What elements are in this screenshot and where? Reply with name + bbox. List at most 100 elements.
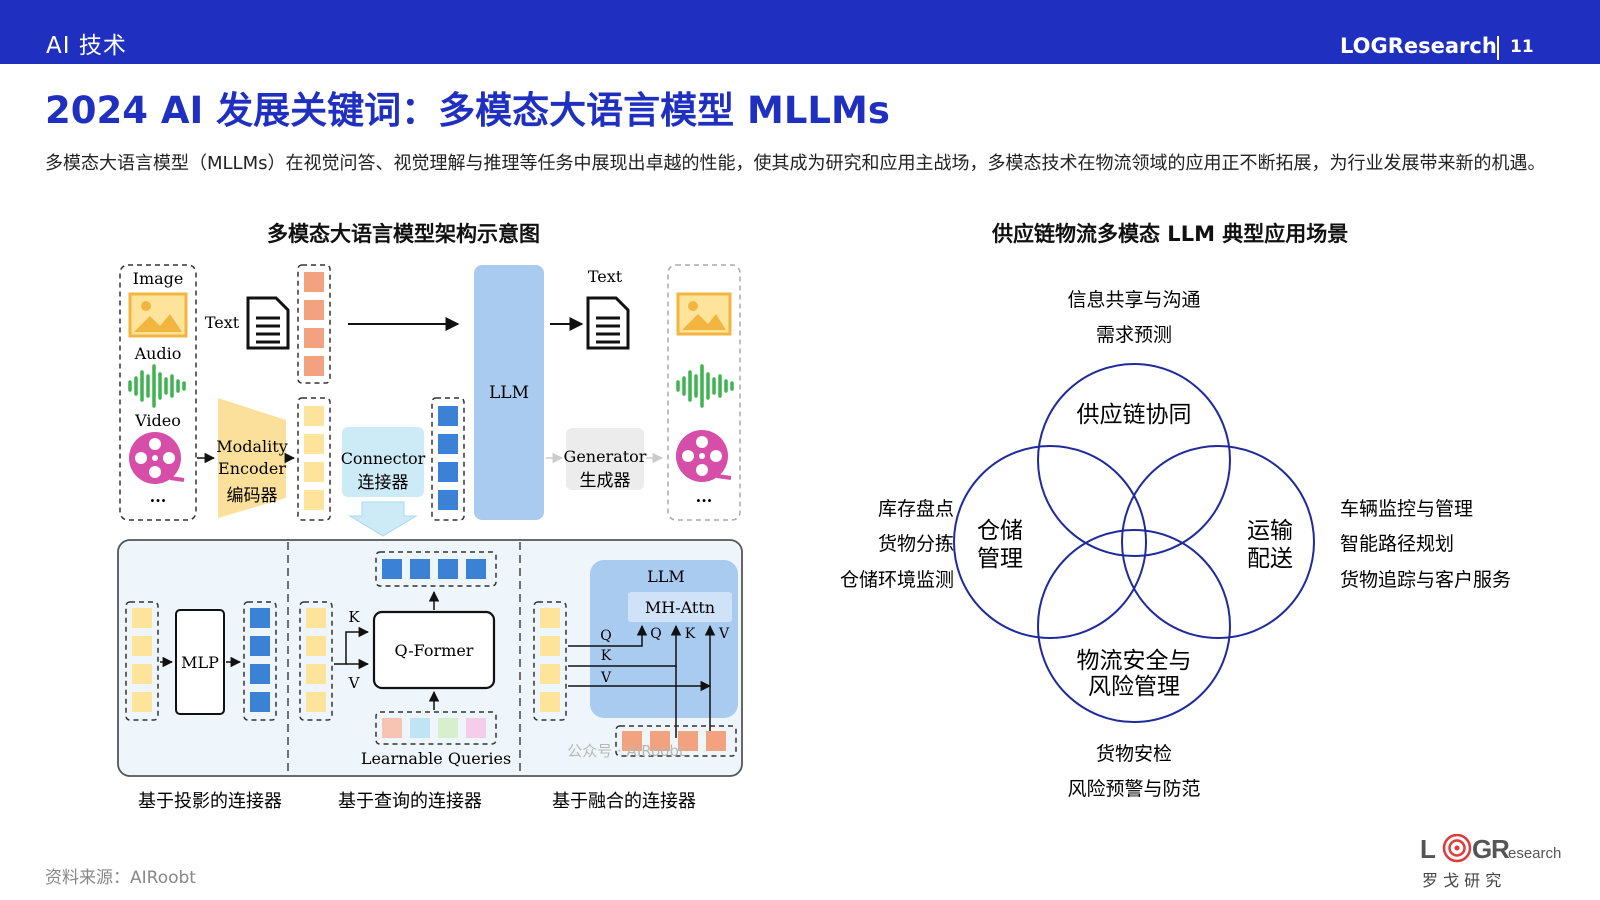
fusion-attention-arrows bbox=[568, 624, 716, 738]
caption-fusion: 基于融合的连接器 bbox=[552, 791, 696, 812]
fusion-text-tokens bbox=[615, 725, 737, 757]
target-icon bbox=[1442, 834, 1472, 863]
circle-label-transport-2: 配送 bbox=[1247, 546, 1293, 572]
text-token bbox=[622, 731, 642, 751]
mlp-label: MLP bbox=[181, 653, 219, 672]
left-scenario-1: 库存盘点 bbox=[878, 498, 954, 520]
fusion-k-left-label: K bbox=[601, 648, 612, 664]
header-brand: LOGResearch bbox=[1340, 34, 1497, 58]
modality-token bbox=[540, 692, 560, 712]
circle-label-warehouse-1: 仓储 bbox=[977, 518, 1023, 544]
circle-label-warehouse-2: 管理 bbox=[977, 546, 1023, 572]
text-token-group bbox=[297, 264, 331, 384]
circle-label-transport-1: 运输 bbox=[1247, 518, 1293, 544]
fusion-llm-label: LLM bbox=[647, 567, 685, 586]
modality-token bbox=[304, 490, 324, 510]
learnable-queries-group bbox=[375, 711, 497, 745]
modality-token bbox=[132, 636, 152, 656]
query-token bbox=[438, 718, 458, 738]
film-reel-icon bbox=[129, 432, 185, 484]
modality-token bbox=[304, 406, 324, 426]
modality-token bbox=[306, 608, 326, 628]
query-token bbox=[410, 718, 430, 738]
text-token bbox=[304, 328, 324, 348]
circle-label-supply-chain: 供应链协同 bbox=[1077, 402, 1192, 428]
text-token bbox=[304, 300, 324, 320]
logresearch-logo: L G R esearch 罗 戈 研 究 bbox=[1420, 834, 1561, 890]
modality-encoder-block bbox=[218, 398, 286, 518]
fusion-input-tokens bbox=[533, 601, 567, 721]
connector-block bbox=[342, 427, 424, 497]
watermark: 公众号 · AIRoobt bbox=[567, 742, 685, 760]
bottom-scenario-1: 货物安检 bbox=[1096, 743, 1172, 765]
venn-diagram-title: 供应链物流多模态 LLM 典型应用场景 bbox=[992, 222, 1349, 246]
connector-label-zh: 连接器 bbox=[358, 473, 409, 493]
mllm-architecture-diagram: Image Audio Video ··· Modality Encoder 编… bbox=[117, 264, 743, 812]
output-text-label: Text bbox=[588, 267, 623, 286]
modality-token-group bbox=[297, 397, 331, 521]
text-input-label: Text bbox=[205, 313, 240, 332]
connector-token bbox=[438, 462, 458, 482]
venn-circle-safety bbox=[1037, 529, 1231, 723]
connector-token bbox=[438, 434, 458, 454]
fusion-q-label: Q bbox=[650, 626, 661, 642]
connector-token-group bbox=[431, 397, 465, 521]
logo-chinese-name: 罗 戈 研 究 bbox=[1422, 871, 1501, 890]
right-scenario-2: 智能路径规划 bbox=[1340, 533, 1454, 555]
text-token bbox=[304, 272, 324, 292]
audio-waveform-icon bbox=[128, 364, 186, 408]
query-token bbox=[382, 718, 402, 738]
left-scenario-3: 仓储环境监测 bbox=[840, 569, 954, 591]
caption-projection: 基于投影的连接器 bbox=[138, 791, 282, 812]
top-scenario-1: 信息共享与沟通 bbox=[1067, 289, 1200, 311]
output-document-icon bbox=[586, 296, 630, 350]
fusion-k-label: K bbox=[685, 626, 696, 642]
modality-token bbox=[306, 636, 326, 656]
connector-token bbox=[250, 608, 270, 628]
v-label: V bbox=[348, 674, 361, 692]
text-token bbox=[678, 731, 698, 751]
output-film-reel-icon bbox=[676, 430, 732, 482]
connector-token bbox=[438, 490, 458, 510]
k-arrow bbox=[334, 626, 370, 665]
fusion-q-left-label: Q bbox=[600, 628, 611, 644]
qformer-input-tokens bbox=[299, 601, 333, 721]
modality-token bbox=[540, 636, 560, 656]
modality-token bbox=[132, 692, 152, 712]
left-scenario-2: 货物分拣 bbox=[878, 533, 954, 555]
top-scenario-2: 需求预测 bbox=[1096, 324, 1172, 346]
caption-query: 基于查询的连接器 bbox=[338, 791, 482, 812]
output-audio-waveform-icon bbox=[676, 364, 734, 408]
page-number: 11 bbox=[1510, 37, 1534, 57]
page-title: 2024 AI 发展关键词：多模态大语言模型 MLLMs bbox=[45, 89, 890, 132]
input-image-label: Image bbox=[133, 269, 184, 288]
text-token bbox=[650, 731, 670, 751]
mlp-input-tokens bbox=[125, 601, 159, 721]
connector-token bbox=[250, 692, 270, 712]
connector-token bbox=[410, 559, 430, 579]
generator-block bbox=[566, 428, 644, 490]
connector-token bbox=[438, 559, 458, 579]
mh-attn-label: MH-Attn bbox=[645, 598, 715, 617]
intro-paragraph: 多模态大语言模型（MLLMs）在视觉问答、视觉理解与推理等任务中展现出卓越的性能… bbox=[45, 153, 1546, 174]
venn-circle-warehouse bbox=[953, 445, 1147, 639]
encoder-label-en-1: Modality bbox=[216, 437, 288, 456]
fusion-v-left-label: V bbox=[600, 670, 612, 686]
logo-letter-g: G bbox=[1472, 834, 1492, 864]
llm-block bbox=[474, 265, 544, 520]
generator-label-en: Generator bbox=[564, 447, 647, 466]
modality-token bbox=[540, 608, 560, 628]
right-scenario-1: 车辆监控与管理 bbox=[1340, 498, 1473, 520]
modality-token bbox=[304, 462, 324, 482]
fusion-v-label: V bbox=[718, 626, 730, 642]
connector-label-en: Connector bbox=[341, 449, 426, 468]
source-note: 资料来源：AIRoobt bbox=[45, 868, 196, 888]
modality-token bbox=[306, 664, 326, 684]
logo-word-esearch: esearch bbox=[1508, 845, 1561, 862]
header-divider bbox=[1497, 36, 1499, 60]
logistics-venn-diagram: 信息共享与沟通 需求预测 供应链协同 仓储 管理 运输 配送 物流安全与 风险管… bbox=[840, 289, 1511, 800]
connector-down-arrow bbox=[348, 501, 418, 537]
connector-token bbox=[382, 559, 402, 579]
learnable-queries-label: Learnable Queries bbox=[361, 749, 511, 768]
input-video-label: Video bbox=[134, 411, 181, 430]
